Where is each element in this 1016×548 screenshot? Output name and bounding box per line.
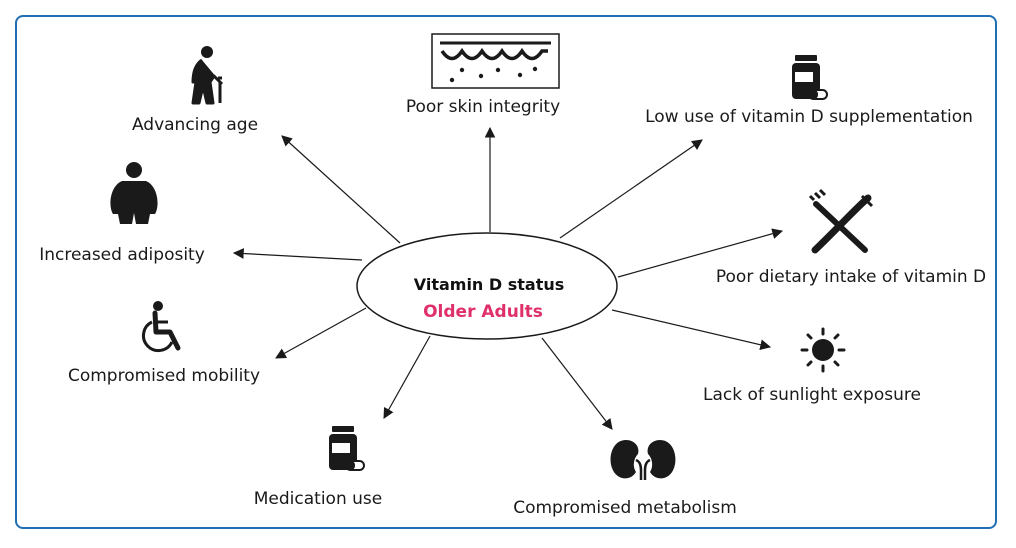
factor-adiposity: Increased adiposity [39,162,205,265]
factor-skin: Poor skin integrity [406,33,560,117]
arrow-adiposity [232,248,363,261]
pill-bottle-icon [329,426,365,471]
center-node: Vitamin D status Older Adults [356,232,618,340]
factor-age: Advancing age [132,46,258,135]
kidneys-icon [610,440,676,480]
factor-medication: Medication use [254,426,382,509]
label-skin: Poor skin integrity [406,97,560,117]
center-title: Vitamin D status [414,275,565,294]
sun-icon [800,327,846,373]
label-supplement: Low use of vitamin D supplementation [645,107,973,127]
factor-metabolism: Compromised metabolism [513,440,737,518]
center-ellipse [356,232,618,340]
factor-mobility: Compromised mobility [68,301,260,386]
label-diet: Poor dietary intake of vitamin D [716,267,986,287]
arrow-sun [611,309,772,351]
arrow-medication [383,335,431,419]
factor-diet: Poor dietary intake of vitamin D [716,188,986,287]
arrow-age [281,135,401,244]
center-subtitle: Older Adults [423,302,543,322]
label-age: Advancing age [132,115,258,135]
factor-sun: Lack of sunlight exposure [703,327,921,405]
label-medication: Medication use [254,489,382,509]
arrow-diet [617,228,784,278]
wheelchair-icon [141,301,181,353]
elderly-walking-icon [191,46,224,105]
factor-supplement: Low use of vitamin D supplementation [645,55,973,127]
label-metabolism: Compromised metabolism [513,498,737,518]
arrow-mobility [275,307,367,359]
obese-person-icon [110,162,158,224]
label-adiposity: Increased adiposity [39,245,205,265]
label-mobility: Compromised mobility [68,366,260,386]
fork-knife-icon [808,188,874,254]
pill-bottle-icon [792,55,828,100]
arrows [232,126,784,430]
label-sun: Lack of sunlight exposure [703,385,921,405]
arrow-supplement [559,139,703,239]
arrow-metabolism [541,337,613,430]
skin-layers-icon [431,33,560,89]
